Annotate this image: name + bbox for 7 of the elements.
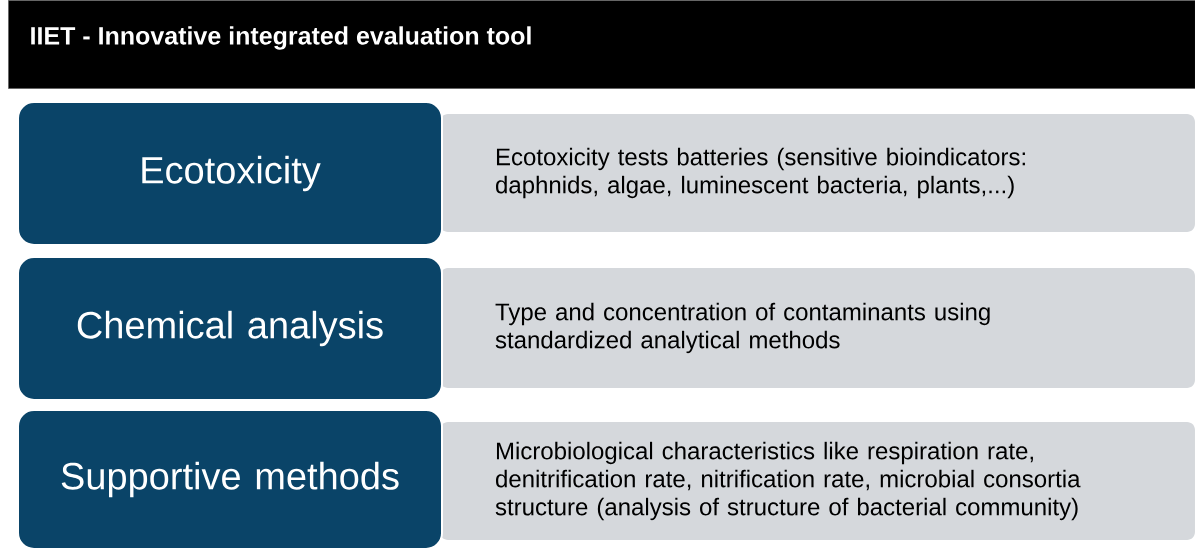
category-box: Ecotoxicity [17,101,443,246]
category-box: Supportive methods [17,409,443,549]
description-box: Type and concentration of contaminants using standardized analytical methods [440,268,1195,388]
category-box: Chemical analysis [17,256,443,401]
description-box: Ecotoxicity tests batteries (sensitive bioindicators: daphnids, algae, luminescent bacteria, plants,...) [440,114,1195,232]
title-bar: IIET - Innovative integrated evaluation tool [8,0,1195,89]
description-box: Microbiological characteristics like respiration rate, denitrification rate, nitrification rate, microbial consortia structure (analysis of structure of bacterial community) [440,422,1195,540]
